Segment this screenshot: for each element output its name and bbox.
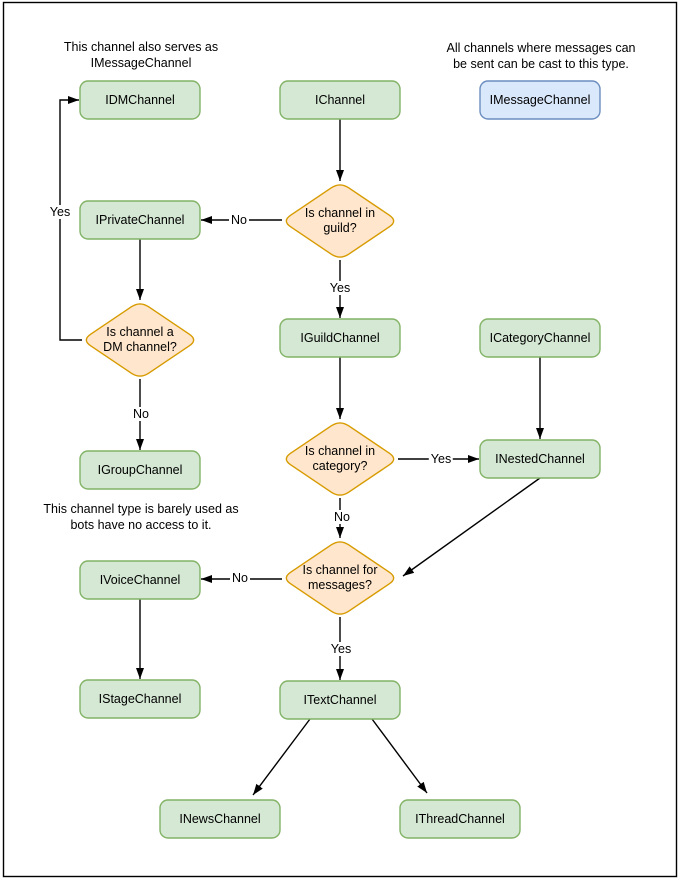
node-icategorychannel	[479, 318, 601, 358]
decision-is-dm	[85, 303, 195, 377]
decision-in-guild	[285, 184, 395, 258]
edge-itextchannel-to-inewschannel	[252, 718, 311, 796]
node-imessagechannel	[479, 80, 601, 120]
edge-label-guild-no: No	[229, 213, 249, 227]
node-istagechannel	[79, 679, 201, 719]
edge-label-category-yes: Yes	[428, 452, 454, 466]
edge-dm-yes-to-idmchannel	[59, 96, 82, 341]
note-idmchannel: This channel also serves as IMessageChan…	[63, 40, 219, 70]
node-itextchannel	[279, 680, 401, 720]
note-imessagechannel: All channels where messages can be sent …	[446, 41, 636, 71]
node-ichannel	[279, 80, 401, 120]
edge-label-guild-yes: Yes	[327, 281, 353, 295]
node-ivoicechannel	[79, 560, 201, 600]
node-igroupchannel	[79, 450, 201, 490]
decision-for-messages	[285, 541, 395, 615]
node-ithreadchannel	[399, 799, 521, 839]
edge-label-dm-yes: Yes	[47, 205, 73, 219]
node-iguildchannel	[279, 318, 401, 358]
node-iprivatechannel	[79, 200, 201, 240]
node-idmchannel	[79, 80, 201, 120]
edge-inestedchannel-to-messages-decision	[402, 477, 541, 577]
edge-itextchannel-to-ithreadchannel	[371, 718, 428, 794]
node-inestedchannel	[479, 439, 601, 479]
edge-label-category-no: No	[332, 510, 352, 524]
edge-label-messages-no: No	[230, 571, 250, 585]
decision-in-category	[285, 422, 395, 496]
node-inewschannel	[159, 799, 281, 839]
edge-label-messages-yes: Yes	[328, 642, 354, 656]
note-igroupchannel: This channel type is barely used as bots…	[43, 502, 239, 532]
edge-label-dm-no: No	[131, 407, 151, 421]
